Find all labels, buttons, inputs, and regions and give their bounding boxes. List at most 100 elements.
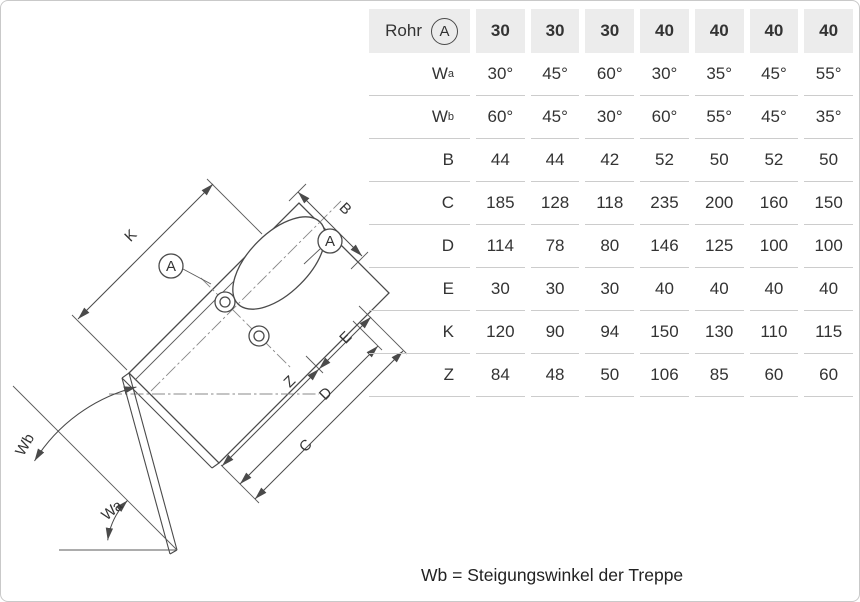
row-label-cell: K [369,311,470,354]
value-cell: 160 [749,182,799,225]
row-label-cell: Z [369,354,470,397]
value-cell: 118 [585,182,635,225]
value-cell: 100 [804,225,853,268]
extension-line [71,314,128,371]
value-cell: 42 [585,139,635,182]
value-cell: 85 [694,354,744,397]
dim-label-k: K [121,226,140,245]
dim-label-d: D [316,384,336,404]
post-tip-line [169,549,178,555]
value-cell: 52 [640,139,689,182]
value-cell: 185 [476,182,525,225]
value-cell: 78 [530,225,580,268]
dim-label-a2: A [325,233,335,250]
value-cell: 200 [694,182,744,225]
hole-inner-ring [219,296,231,308]
value-cell: 150 [640,311,689,354]
row-label-cell: D [369,225,470,268]
value-cell: 84 [476,354,525,397]
value-cell: 100 [749,225,799,268]
value-cell: 50 [804,139,853,182]
value-cell: 120 [476,311,525,354]
value-cell: 45° [749,96,799,139]
rohr-label: Rohr [385,21,422,40]
value-cell: 30 [476,268,525,311]
value-cell: 110 [749,311,799,354]
extension-line [206,178,263,235]
value-cell: 45° [530,53,580,96]
dim-label-e: E [336,328,355,347]
value-cell: 114 [476,225,525,268]
header-value-cell: 30 [476,9,525,53]
header-value-cell: 40 [640,9,689,53]
row-label-cell: E [369,268,470,311]
row-label: D [441,236,454,255]
value-cell: 40 [804,268,853,311]
value-cell: 52 [749,139,799,182]
header-value-cell: 40 [804,9,853,53]
value-cell: 35° [694,53,744,96]
value-cell: 40 [640,268,689,311]
header-rohr-cell: Rohr A [369,9,470,53]
value-cell: 50 [585,354,635,397]
value-cell: 30 [585,268,635,311]
value-cell: 44 [530,139,580,182]
row-label: W [431,107,448,126]
value-cell: 60° [476,96,525,139]
value-cell: 115 [804,311,853,354]
row-label: W [431,64,448,83]
header-value-cell: 40 [749,9,799,53]
hole-inner-ring [253,330,265,342]
value-cell: 106 [640,354,689,397]
dim-label-wa: Wa [98,497,126,525]
extension-line [288,183,307,202]
value-cell: 90 [530,311,580,354]
tube-diameter-callout-1: A [158,253,212,285]
value-cell: 55° [804,53,853,96]
value-cell: 146 [640,225,689,268]
tube-diameter-callout-2: A [303,228,343,265]
header-value-cell: 30 [530,9,580,53]
header-value-cell: 30 [585,9,635,53]
plate-edge-connector [121,372,130,379]
dimension-line-k [77,183,214,320]
angle-construction: Wa Wb [12,372,178,555]
value-cell: 150 [804,182,853,225]
value-cell: 40 [749,268,799,311]
dim-label-wb: Wb [12,431,38,459]
value-cell: 35° [804,96,853,139]
value-cell: 60° [640,96,689,139]
stair-slope-line [12,385,178,551]
value-cell: 80 [585,225,635,268]
angle-arc-wb [34,386,137,462]
value-cell: 44 [476,139,525,182]
value-cell: 55° [694,96,744,139]
value-cell: 48 [530,354,580,397]
callout-circle [158,253,184,279]
header-value-cell: 40 [694,9,744,53]
callout-circle [317,228,343,254]
value-cell: 40 [694,268,744,311]
row-label-cell: C [369,182,470,225]
row-label: B [442,150,454,169]
value-cell: 60° [585,53,635,96]
row-label: C [441,193,454,212]
value-cell: 128 [530,182,580,225]
value-cell: 45° [749,53,799,96]
value-cell: 130 [694,311,744,354]
value-cell: 30° [640,53,689,96]
angle-arc-wa [105,500,128,541]
row-label-sub: a [447,67,454,80]
screw-hole-upper [214,291,236,313]
technical-drawing: K A B A Z [12,178,408,555]
value-cell: 30 [530,268,580,311]
footnote: Wb = Steigungswinkel der Treppe [421,565,684,585]
dim-label-a1: A [166,258,176,275]
row-label: K [442,322,454,341]
dimension-line-c [254,350,404,500]
